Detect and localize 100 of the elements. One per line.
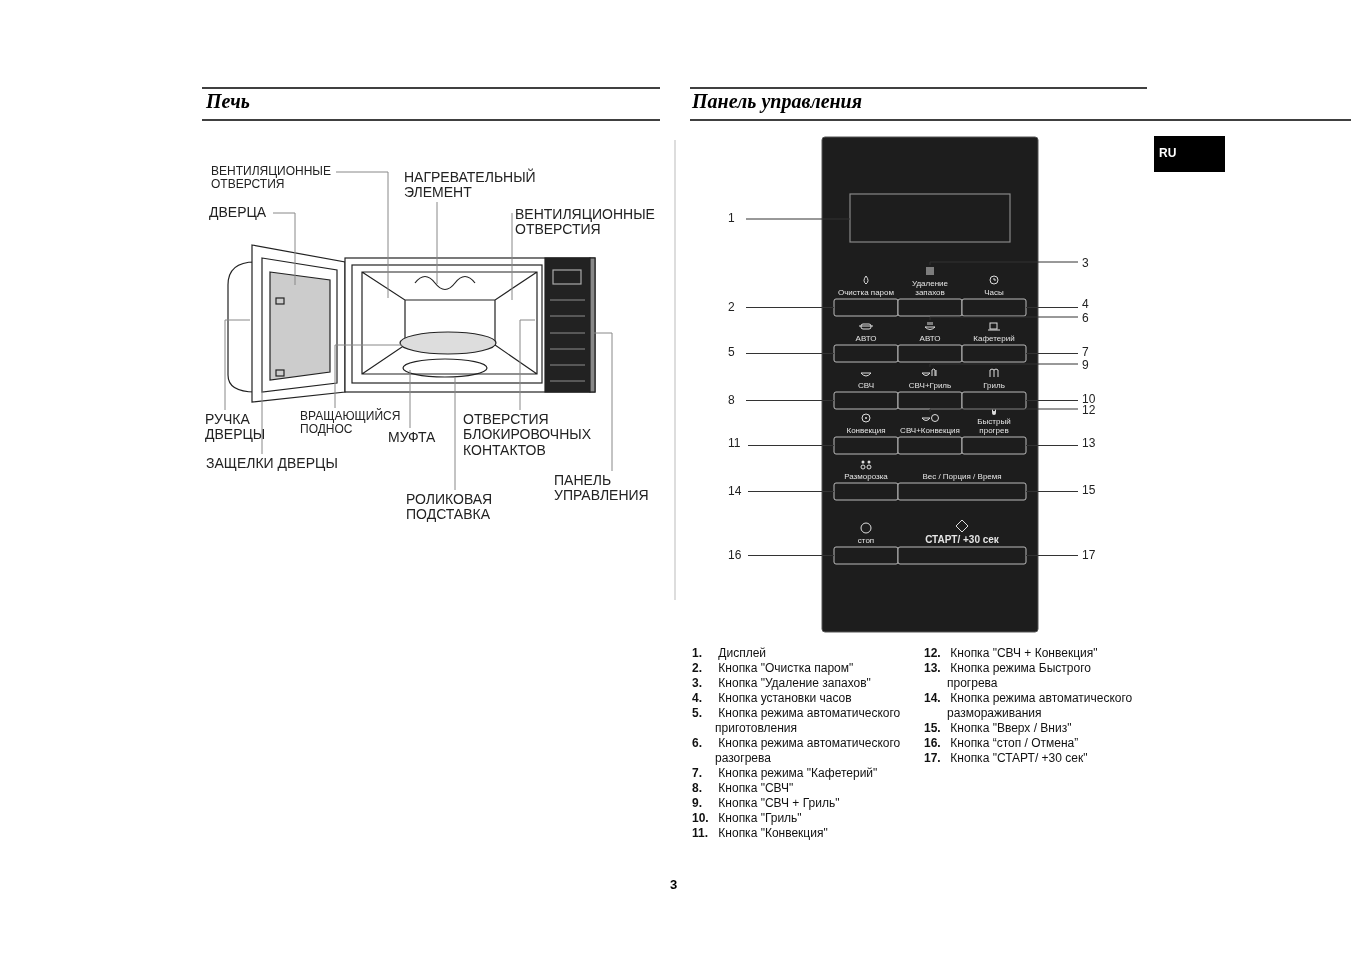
callout-number: 14: [728, 485, 744, 499]
callout-number: 12: [1082, 404, 1098, 418]
leader-line: [224, 319, 251, 411]
leader-line: [335, 171, 389, 299]
panel-button: [897, 482, 1027, 501]
part-label: ВЕНТИЛЯЦИОННЫЕ ОТВЕРСТИЯ: [211, 165, 336, 192]
list-item: 12. Кнопка "СВЧ + Конвекция": [924, 646, 1099, 661]
callout-number: 7: [1082, 346, 1096, 360]
button-caption: Разморозка: [844, 472, 888, 481]
bowl-and-fan-icon: [921, 414, 939, 422]
callout-number: 3: [1082, 257, 1096, 271]
leader-line: [745, 400, 835, 401]
leader-line: [1025, 445, 1079, 446]
leader-line: [511, 212, 513, 301]
callout-number: 6: [1082, 312, 1096, 326]
part-label: ДВЕРЦА: [209, 205, 289, 221]
leader-line: [1025, 353, 1079, 354]
list-item: 5. Кнопка режима автоматического приготовления: [692, 706, 902, 736]
page-number: 3: [670, 877, 678, 892]
callout-number: 2: [728, 301, 742, 315]
list-item: 10. Кнопка "Гриль": [692, 811, 803, 826]
bowl-and-waves-icon: [921, 368, 937, 377]
button-caption: Удаление запахов: [911, 279, 949, 297]
leader-line: [409, 369, 411, 429]
leader-line: [929, 261, 1079, 266]
part-label: МУФТА: [388, 430, 448, 446]
callout-number: 13: [1082, 437, 1098, 451]
panel-button: [833, 546, 899, 565]
button-caption: АВТО: [919, 334, 941, 343]
button-caption: Гриль: [983, 381, 1005, 390]
leader-line: [745, 353, 835, 354]
button-caption: Конвекция: [846, 426, 886, 435]
panel-button: [833, 298, 899, 317]
panel-button: [897, 391, 963, 410]
section-heading: Панель управления: [692, 90, 863, 113]
button-caption: СВЧ+Конвекция: [900, 426, 960, 435]
list-item: 4. Кнопка установки часов: [692, 691, 853, 706]
leader-line: [261, 299, 263, 455]
leader-line: [334, 344, 403, 409]
button-caption: СВЧ+Гриль: [908, 381, 952, 390]
leader-line: [454, 376, 456, 491]
list-item: 6. Кнопка режима автоматического разогрева: [692, 736, 902, 766]
list-item: 3. Кнопка "Удаление запахов": [692, 676, 872, 691]
button-caption: Очистка паром: [837, 288, 895, 297]
panel-button: [961, 298, 1027, 317]
leader-line: [591, 332, 613, 472]
button-caption: АВТО: [855, 334, 877, 343]
button-caption: СТАРТ/ +30 сек: [925, 534, 999, 545]
leader-line: [1025, 491, 1079, 492]
leader-line: [1025, 555, 1079, 556]
button-caption: Быстрый прогрев: [976, 417, 1012, 435]
list-item: 9. Кнопка "СВЧ + Гриль": [692, 796, 841, 811]
panel-button: [833, 391, 899, 410]
callout-number: 5: [728, 346, 742, 360]
callout-number: 1: [728, 212, 742, 226]
panel-button: [961, 436, 1027, 455]
part-label: РОЛИКОВАЯ ПОДСТАВКА: [406, 492, 506, 523]
lines-icon: [925, 267, 935, 275]
callout-number: 11: [728, 437, 744, 451]
callout-number: 9: [1082, 359, 1096, 373]
list-item: 2. Кнопка "Очистка паром": [692, 661, 855, 676]
section-heading: Печь: [206, 90, 250, 113]
language-tab: RU: [1154, 136, 1225, 172]
part-label: ОТВЕРСТИЯ БЛОКИРОВОЧНЫХ КОНТАКТОВ: [463, 412, 603, 459]
list-item: 13. Кнопка режима Быстрого прогрева: [924, 661, 1092, 691]
part-label: ПАНЕЛЬ УПРАВЛЕНИЯ: [554, 473, 654, 504]
leader-line: [745, 307, 835, 308]
leader-line: [436, 201, 438, 285]
display-window: [849, 193, 1011, 243]
list-item: 7. Кнопка режима "Кафетерий": [692, 766, 879, 781]
steaming-bowl-icon: [924, 321, 936, 330]
button-caption: СВЧ: [857, 381, 875, 390]
part-label: ЗАЩЕЛКИ ДВЕРЦЫ: [206, 456, 356, 472]
leader-line: [519, 319, 536, 411]
panel-button: [833, 436, 899, 455]
panel-button: [897, 298, 963, 317]
callout-number: 8: [728, 394, 742, 408]
part-label: ВЕНТИЛЯЦИОННЫЕ ОТВЕРСТИЯ: [515, 207, 665, 238]
button-caption: Вес / Порция / Время: [922, 472, 1002, 481]
callout-number: 4: [1082, 298, 1096, 312]
panel-button: [961, 344, 1027, 363]
panel-button: [897, 436, 963, 455]
callout-number: 15: [1082, 484, 1098, 498]
leader-line: [1025, 400, 1079, 401]
callout-number: 17: [1082, 549, 1098, 563]
leader-line: [1025, 307, 1079, 308]
part-label: НАГРЕВАТЕЛЬНЫЙ ЭЛЕМЕНТ: [404, 170, 554, 201]
leader-line: [745, 218, 851, 220]
leader-line: [929, 408, 1079, 413]
list-item: 11. Кнопка "Конвекция": [692, 826, 829, 841]
button-caption: Часы: [984, 288, 1004, 297]
list-item: 16. Кнопка “стоп / Отмена”: [924, 736, 1080, 751]
leader-line: [747, 491, 835, 492]
panel-button: [897, 546, 1027, 565]
leader-line: [929, 363, 1079, 368]
button-caption: Кафетерий: [973, 334, 1015, 343]
leader-line: [747, 555, 835, 556]
button-caption: стоп: [857, 536, 875, 545]
panel-button: [897, 344, 963, 363]
list-item: 8. Кнопка "СВЧ": [692, 781, 795, 796]
